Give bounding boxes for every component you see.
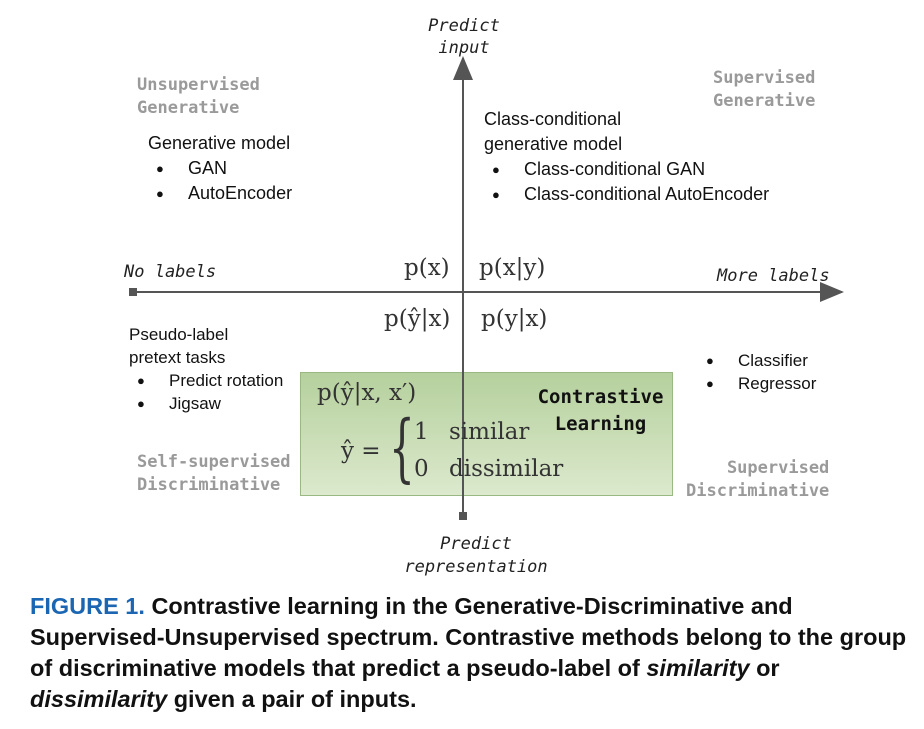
caption-italic-similarity: similarity: [646, 655, 750, 681]
pseudo-label-title-2: pretext tasks: [129, 348, 226, 367]
case1-value: 1: [414, 419, 429, 445]
axis-top-label: Predict input: [428, 16, 500, 58]
axis-left-label: No labels: [124, 262, 217, 282]
list-item: Classifier: [698, 349, 816, 372]
generative-model-title: Generative model: [148, 133, 291, 153]
list-item: Class-conditional GAN: [484, 157, 769, 182]
axis-bottom-label: Predict representation: [404, 534, 548, 577]
list-item: AutoEncoder: [148, 181, 292, 206]
formula-yhat-eq: ŷ =: [341, 438, 381, 464]
quadrant-supervised-generative: Supervised Generative: [713, 68, 816, 111]
caption-label: FIGURE 1.: [30, 593, 145, 619]
caption-text: Contrastive learning in the Generative-D…: [30, 593, 907, 681]
supervised-discriminative-block: Classifier Regressor: [698, 349, 816, 395]
quadrant-self-supervised-discriminative: Self-supervised Discriminative: [137, 452, 291, 495]
contrastive-learning-label: Contrastive Learning: [537, 386, 664, 435]
list-item: Class-conditional AutoEncoder: [484, 182, 769, 207]
list-item: Regressor: [698, 372, 816, 395]
quadrant-supervised-discriminative: Supervised Discriminative: [686, 458, 830, 501]
class-conditional-block: Class-conditional generative model Class…: [484, 107, 769, 207]
horizontal-axis-end: [129, 288, 137, 296]
pseudo-label-block: Pseudo-label pretext tasks Predict rotat…: [129, 323, 283, 415]
case1-label: similar: [449, 419, 530, 445]
formula-pyhatx: p(ŷ|x): [384, 306, 451, 332]
list-item: GAN: [148, 156, 292, 181]
formula-pyx: p(y|x): [481, 306, 548, 332]
pseudo-label-title-1: Pseudo-label: [129, 325, 229, 344]
case0-value: 0: [414, 456, 429, 482]
class-conditional-title-2: generative model: [484, 134, 623, 154]
caption-connector: or: [756, 655, 780, 681]
generative-model-block: Generative model GAN AutoEncoder: [148, 131, 292, 206]
class-conditional-title-1: Class-conditional: [484, 109, 622, 129]
cases-brace: {: [389, 405, 415, 491]
list-item: Predict rotation: [129, 369, 283, 392]
caption-text-end: given a pair of inputs.: [173, 686, 417, 712]
case0-label: dissimilar: [449, 456, 564, 482]
quadrant-unsupervised-generative: Unsupervised Generative: [137, 75, 260, 118]
formula-pyhatxx: p(ŷ|x, x′): [317, 380, 417, 406]
contrastive-learning-box: [300, 372, 673, 496]
figure-caption: FIGURE 1. Contrastive learning in the Ge…: [30, 591, 910, 715]
formula-px: p(x): [404, 255, 450, 281]
formula-pxy: p(x|y): [479, 255, 546, 281]
list-item: Jigsaw: [129, 392, 283, 415]
axis-right-label: More labels: [717, 266, 830, 286]
caption-italic-dissimilarity: dissimilarity: [30, 686, 168, 712]
vertical-axis-end: [459, 512, 467, 520]
